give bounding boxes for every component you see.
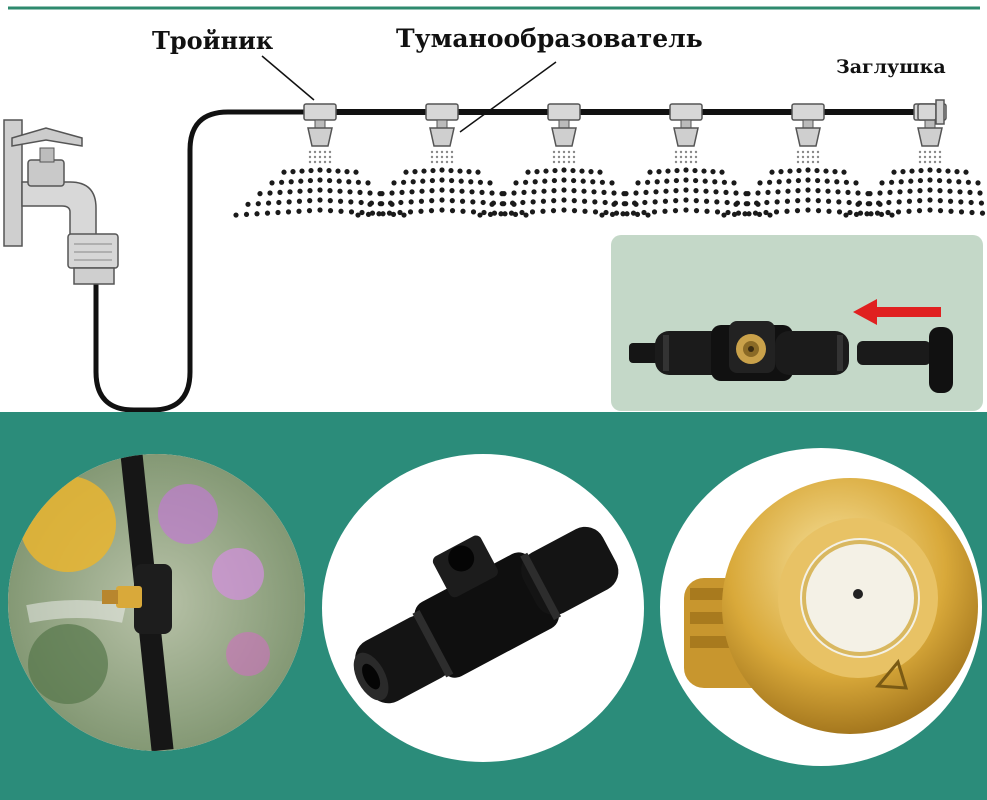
red-arrow-icon (853, 299, 941, 325)
supply-hose (93, 109, 320, 412)
tee-connector-icon (303, 103, 337, 121)
photo-mister-in-use (8, 454, 305, 751)
mister-leader-line (459, 61, 557, 133)
photo-brass-nozzle (660, 448, 982, 766)
nozzle-row (233, 103, 986, 218)
label-end-cap: Заглушка (836, 56, 946, 78)
tee-leader-line (261, 55, 315, 101)
mist-nozzle-icon (477, 103, 651, 218)
faucet-icon (3, 119, 119, 285)
inset-end-cap-photo (611, 235, 983, 411)
end-cap-icon (917, 99, 945, 125)
mist-nozzle-icon (599, 103, 773, 218)
tee-connector-icon (425, 103, 459, 121)
label-tee: Тройник (152, 26, 274, 55)
end-cap-icon (857, 327, 953, 393)
tee-connector-icon (791, 103, 825, 121)
mist-nozzle-icon (233, 103, 407, 218)
tee-connector-icon (629, 321, 849, 381)
tee-connector-icon (547, 103, 581, 121)
mist-nozzle-icon (843, 103, 986, 218)
tee-connector-icon (669, 103, 703, 121)
photo-tee-connector (322, 454, 644, 762)
mist-nozzle-icon (355, 103, 529, 218)
label-mister: Туманообразователь (396, 24, 703, 53)
mist-nozzle-icon (721, 103, 895, 218)
irrigation-schematic (3, 6, 986, 412)
